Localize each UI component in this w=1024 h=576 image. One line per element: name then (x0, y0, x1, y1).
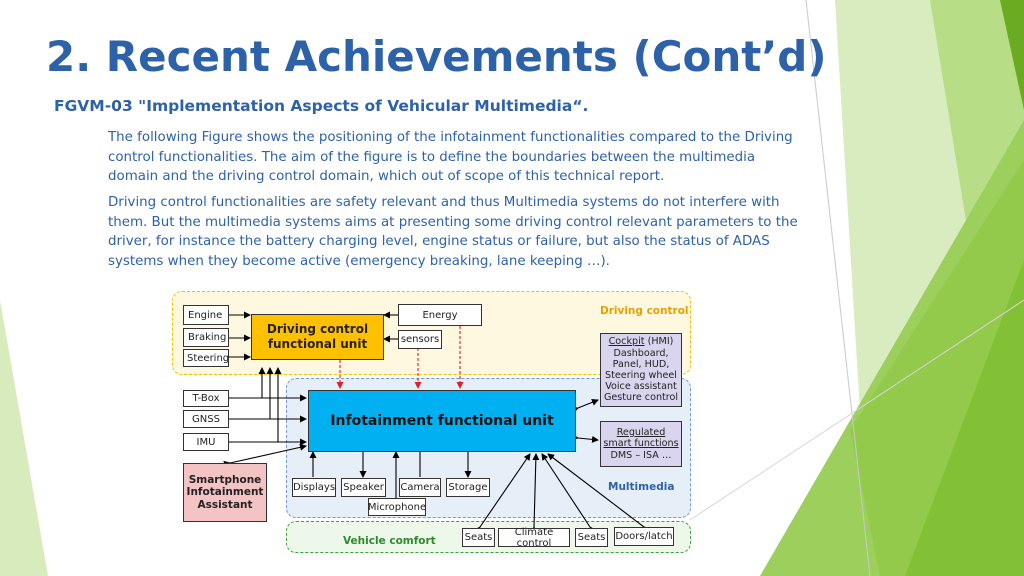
slide-title: 2. Recent Achievements (Cont’d) (46, 32, 827, 81)
camera-node: Camera (399, 478, 441, 497)
engine-node: Engine (183, 305, 229, 325)
engine-label: Engine (188, 309, 223, 321)
sensors-node: sensors (398, 330, 442, 349)
steering-node: Steering (183, 349, 229, 367)
braking-label: Braking (188, 332, 227, 343)
energy-label: Energy (422, 309, 458, 321)
storage-label: Storage (448, 482, 488, 493)
displays-label: Displays (292, 482, 336, 493)
regulated-line1: Regulated (616, 426, 666, 438)
gnss-label: GNSS (192, 413, 220, 425)
doors-latch-node: Doors/latch (614, 527, 674, 546)
cockpit-suffix: (HMI) (644, 336, 674, 348)
seats-node-2: Seats (575, 528, 608, 547)
driving-control-paragraph: Driving control functionalities are safe… (108, 195, 798, 269)
microphone-node: Microphone (368, 498, 426, 516)
slide-subtitle: FGVM-03 "Implementation Aspects of Vehic… (54, 97, 589, 115)
storage-node: Storage (446, 478, 490, 497)
sensors-label: sensors (400, 334, 440, 345)
regulated-line3: DMS – ISA … (610, 449, 672, 461)
energy-node: Energy (398, 304, 482, 326)
camera-label: Camera (400, 482, 440, 493)
seats-label-1: Seats (464, 532, 493, 543)
driving-control-unit-line1: Driving control (266, 322, 369, 336)
braking-node: Braking (183, 328, 229, 347)
imu-label: IMU (196, 436, 216, 448)
seats-node-1: Seats (462, 528, 495, 547)
seats-label-2: Seats (577, 532, 606, 543)
climate-control-node: Climate control (498, 526, 570, 549)
regulated-smart-functions-node: Regulated smart functions DMS – ISA … (600, 421, 682, 467)
steering-label: Steering (187, 352, 230, 364)
cockpit-line6: Gesture control (603, 392, 679, 404)
tbox-label: T-Box (192, 393, 220, 404)
displays-node: Displays (292, 478, 336, 497)
vehicle-comfort-zone-label: Vehicle comfort (343, 535, 436, 547)
cockpit-line3: Panel, HUD, (612, 358, 670, 370)
regulated-line2: smart functions (603, 438, 679, 450)
climate-control-label: Climate control (514, 526, 554, 549)
smartphone-line1: Smartphone (188, 473, 262, 486)
infotainment-functional-unit: Infotainment functional unit (308, 390, 576, 452)
cockpit-node: Cockpit (HMI) Dashboard, Panel, HUD, Ste… (600, 333, 682, 407)
gnss-node: GNSS (183, 410, 229, 428)
intro-paragraph: The following Figure shows the positioni… (108, 130, 793, 184)
doors-latch-label: Doors/latch (615, 531, 673, 542)
cockpit-line2: Dashboard, (613, 347, 669, 359)
smartphone-line3: Assistant (197, 498, 253, 511)
driving-control-unit: Driving control functional unit (251, 314, 384, 360)
microphone-label: Microphone (367, 501, 427, 513)
cockpit-line5: Voice assistant (605, 381, 677, 393)
infotainment-unit-label: Infotainment functional unit (330, 413, 554, 429)
driving-control-zone-label: Driving control (600, 305, 689, 317)
imu-node: IMU (183, 433, 229, 451)
cockpit-title: Cockpit (608, 336, 645, 348)
smartphone-assistant-node: Smartphone Infotainment Assistant (183, 463, 267, 522)
driving-control-unit-line2: functional unit (267, 337, 368, 351)
tbox-node: T-Box (183, 390, 229, 407)
speaker-node: Speaker (341, 478, 386, 497)
speaker-label: Speaker (343, 482, 384, 493)
cockpit-line4: Steering wheel (605, 370, 677, 381)
smartphone-line2: Infotainment (186, 486, 264, 499)
